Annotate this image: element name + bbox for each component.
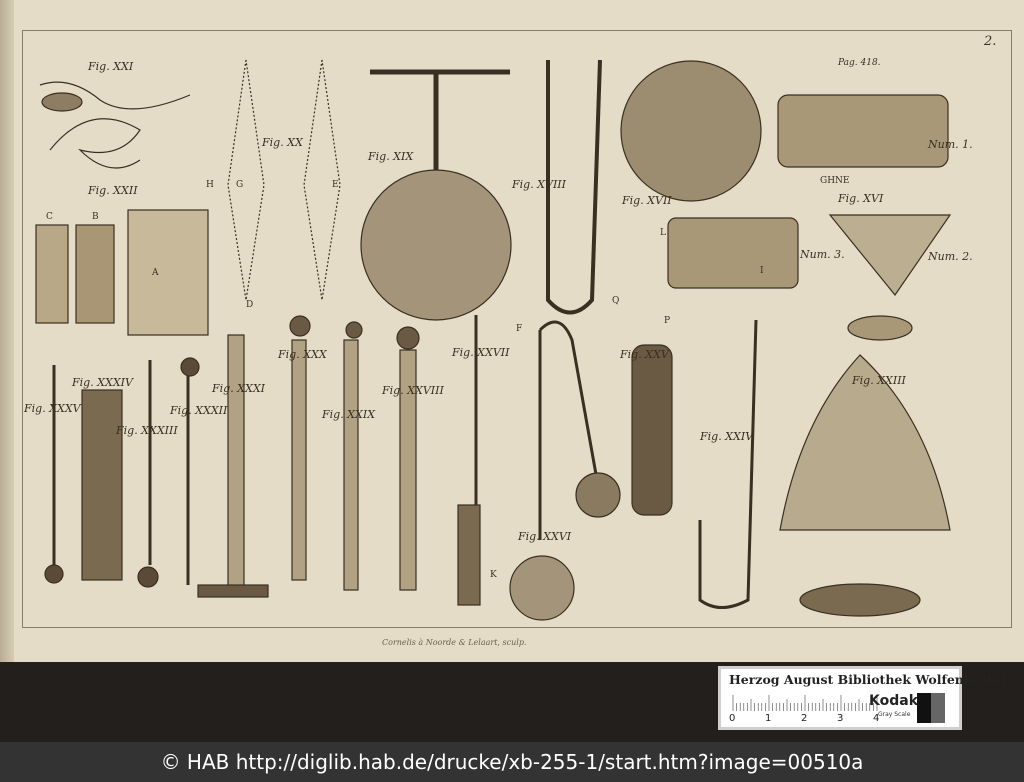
figure-label: Fig. XXX [278,348,327,361]
figure-label: Fig. XXI [88,60,134,73]
letter-label: A [152,268,159,278]
barometer-xxviii [399,349,417,591]
fig-xx-right [303,59,341,301]
figure-label: Fig. XX [262,136,303,149]
engraving-illustrations [35,59,952,621]
funnel-xvi [828,214,952,297]
vessel-xxv [631,344,673,516]
figure-label: Fig. XXVIII [382,384,444,397]
letter-label: G [236,180,244,190]
library-name: Herzog August Bibliothek Wolfenbüttel [729,672,1006,687]
figure-label: Fig. XXIV [700,430,754,443]
letter-label: GHNE [820,176,850,186]
ruler-number: 0 [729,713,736,724]
bulb-xxvii [575,472,621,518]
figure-label: Fig. XXVI [518,530,572,543]
sphere-xix [360,169,512,321]
fig-xx-left [227,59,265,301]
cylinder-c [35,224,69,324]
figure-label: Fig. XXVII [452,346,510,359]
barometer-xxix [343,339,359,591]
figure-label: Fig. XIX [368,150,414,163]
figure-label: Fig. XXII [88,184,138,197]
ruler-number: 3 [837,713,844,724]
gray-patch-black [917,693,931,723]
copyright-footer: © HAB http://diglib.hab.de/drucke/xb-255… [0,742,1024,782]
gray-scale-caption: Gray Scale [878,711,911,718]
ruler-number: 4 [873,713,880,724]
figure-label: Fig. XXXI [212,382,266,395]
barometer-xxxi [227,334,245,591]
library-color-label: Herzog August Bibliothek Wolfenbüttel 0 1… [718,666,1006,730]
cylinder-num3 [667,217,799,289]
engraver-signature: Cornelis à Noorde & Lelaart, sculp. [382,638,527,647]
disc-xvii [620,60,762,202]
letter-label: B [92,212,99,222]
ruler-number: 2 [801,713,808,724]
figure-label: Fig. XVI [838,192,884,205]
fig-xxi-bulb [41,92,83,112]
cylinder-b [75,224,115,324]
previous-page-edge [0,0,14,662]
figure-label: Fig. XXIII [852,374,906,387]
fig-xxi-drawing [39,81,191,110]
gray-patch-gray [931,693,945,723]
letter-label: D [246,300,254,310]
figure-label: Fig. XVIII [512,178,566,191]
letter-label: H [206,180,214,190]
ruler-number: 1 [765,713,772,724]
u-tube-xviii [546,59,602,315]
page-reference: Pag. 418. [838,58,881,68]
tube-xxvii [457,504,481,606]
figure-label: Fig. XXIX [322,408,376,421]
kodak-logo: Kodak [869,693,918,709]
figure-label: Num. 2. [928,250,973,263]
figure-label: Fig. XXV [620,348,669,361]
letter-label: E [332,180,339,190]
funnel-base [847,315,913,341]
letter-label: C [46,212,53,222]
bulb-xxvi [509,555,575,621]
figure-label: Num. 1. [928,138,973,151]
letter-label: P [664,316,671,326]
figure-label: Fig. XXXII [170,404,228,417]
tube-xxiv [698,319,758,609]
figure-label: Fig. XXXV [24,402,81,415]
barometer-xxx [291,339,307,581]
plate-border [22,30,1012,628]
figure-label: Num. 3. [800,248,845,261]
cylinder-a-cage [127,209,209,336]
bell-xxiii [779,354,951,531]
letter-label: Q [612,296,620,306]
letter-label: K [490,570,497,580]
figure-label: Fig. XXXIII [116,424,178,437]
cylinder-num1 [777,94,949,168]
letter-label: L [660,228,666,238]
ruler-scale [732,695,878,711]
letter-label: I [760,266,764,276]
fig-xxii-cord [49,118,141,169]
page-number: 2. [984,34,997,49]
figure-label: Fig. XVII [622,194,672,207]
figure-label: Fig. XXXIV [72,376,133,389]
letter-label: F [516,324,523,334]
apparatus-xxxiv [81,389,123,581]
